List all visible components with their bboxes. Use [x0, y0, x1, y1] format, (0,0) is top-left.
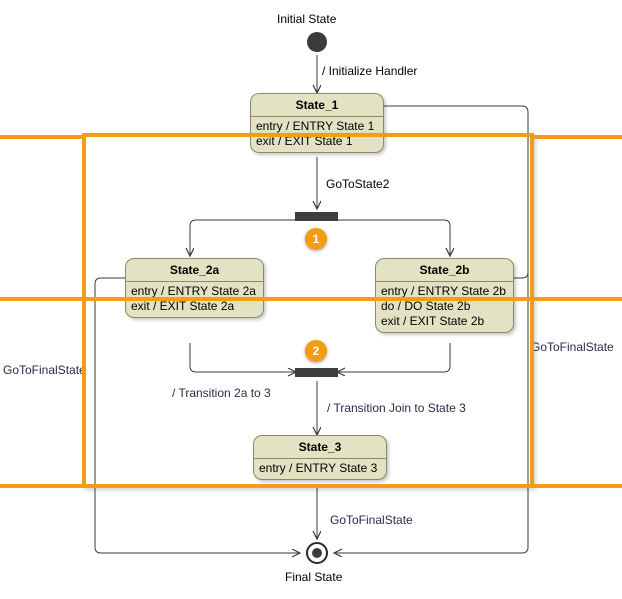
- join-bar[interactable]: [295, 368, 338, 377]
- transition-label-right-gotofinalstate: GoToFinalState: [531, 340, 614, 354]
- edge-state2a-left-rail-to-final: [94, 277, 299, 553]
- edge-state2b-to-join: [338, 343, 451, 372]
- highlight-line-bottom-right-extension: [532, 484, 622, 488]
- state-box-state-2b[interactable]: State_2b entry / ENTRY State 2b do / DO …: [375, 258, 514, 333]
- state-1-body: entry / ENTRY State 1 exit / EXIT State …: [251, 117, 383, 152]
- state-2b-do-line: do / DO State 2b: [381, 299, 471, 313]
- state-box-state-2a[interactable]: State_2a entry / ENTRY State 2a exit / E…: [125, 258, 264, 318]
- transition-label-left-gotofinalstate: GoToFinalState: [3, 363, 86, 377]
- edge-state1-right-rail-to-final: [335, 105, 529, 553]
- state-1-title: State_1: [251, 94, 383, 117]
- highlight-line-top-left-extension: [0, 135, 84, 139]
- highlight-line-top-right-extension: [532, 135, 622, 139]
- highlight-line-bottom-left-extension: [0, 484, 84, 488]
- initial-state-node[interactable]: [307, 32, 327, 52]
- transition-label-join-to-state-3: / Transition Join to State 3: [327, 401, 466, 415]
- state-2b-exit-line: exit / EXIT State 2b: [381, 314, 485, 328]
- state-1-entry-line: entry / ENTRY State 1: [256, 119, 375, 133]
- state-box-state-1[interactable]: State_1 entry / ENTRY State 1 exit / EXI…: [250, 93, 384, 153]
- state-2a-title: State_2a: [126, 259, 263, 282]
- state-2b-body: entry / ENTRY State 2b do / DO State 2b …: [376, 282, 513, 332]
- state-2b-entry-line: entry / ENTRY State 2b: [381, 284, 506, 298]
- edge-fork-to-state2a: [190, 219, 295, 255]
- state-2a-exit-line: exit / EXIT State 2a: [131, 299, 235, 313]
- highlight-selection-rectangle: [82, 133, 534, 488]
- edge-fork-to-state2b: [338, 219, 450, 255]
- final-state-inner-dot: [312, 548, 322, 558]
- state-2a-body: entry / ENTRY State 2a exit / EXIT State…: [126, 282, 263, 317]
- fork-bar[interactable]: [295, 212, 338, 221]
- badge-marker-1[interactable]: 1: [305, 228, 327, 250]
- transition-label-gotostate2: GoToState2: [326, 177, 390, 191]
- transition-label-state3-gotofinalstate: GoToFinalState: [330, 513, 413, 527]
- state-1-exit-line: exit / EXIT State 1: [256, 134, 353, 148]
- edge-state2b-to-right-rail: [514, 112, 529, 279]
- initial-state-label: Initial State: [277, 12, 337, 26]
- badge-marker-2[interactable]: 2: [305, 340, 327, 362]
- state-3-entry-line: entry / ENTRY State 3: [259, 461, 378, 475]
- state-3-title: State_3: [254, 436, 386, 459]
- transition-label-2a-to-3: / Transition 2a to 3: [172, 386, 271, 400]
- highlight-line-middle: [0, 297, 622, 301]
- final-state-label: Final State: [285, 570, 343, 584]
- edge-state2a-to-join: [189, 343, 295, 372]
- state-3-body: entry / ENTRY State 3: [254, 459, 386, 479]
- transition-label-initialize-handler: / Initialize Handler: [322, 64, 418, 78]
- state-2a-entry-line: entry / ENTRY State 2a: [131, 284, 256, 298]
- state-box-state-3[interactable]: State_3 entry / ENTRY State 3: [253, 435, 387, 480]
- state-2b-title: State_2b: [376, 259, 513, 282]
- final-state-node[interactable]: [306, 542, 328, 564]
